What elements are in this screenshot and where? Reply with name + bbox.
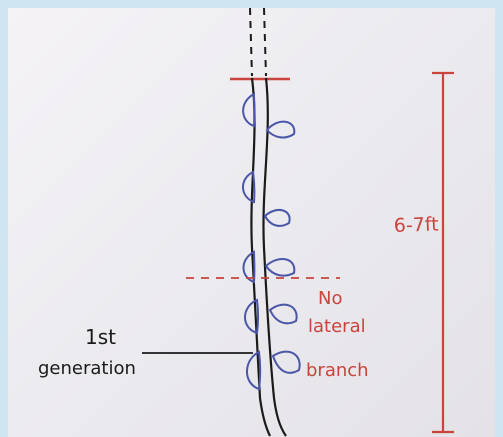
leaf-icon [267,122,294,138]
no-lateral-branch-label-line1: No [318,288,342,309]
leaf-icon [273,352,300,373]
no-lateral-branch-label-line3: branch [306,360,369,381]
height-label: 6-7ft [393,213,439,237]
first-generation-label-line2: generation [38,358,136,379]
paper-sheet: 6-7ft No lateral branch 1st generation [8,8,495,437]
leaf-icon [243,94,254,126]
leaf-icon [266,259,294,276]
plant-diagram: 6-7ft No lateral branch 1st generation [8,8,495,437]
stem-dashed-top [250,8,266,76]
no-lateral-branch-label-line2: lateral [308,316,366,337]
height-measure-line [432,73,454,432]
first-generation-label-line1: 1st [85,325,116,349]
leaf-icon [265,210,290,226]
leaf-icon [270,305,297,324]
